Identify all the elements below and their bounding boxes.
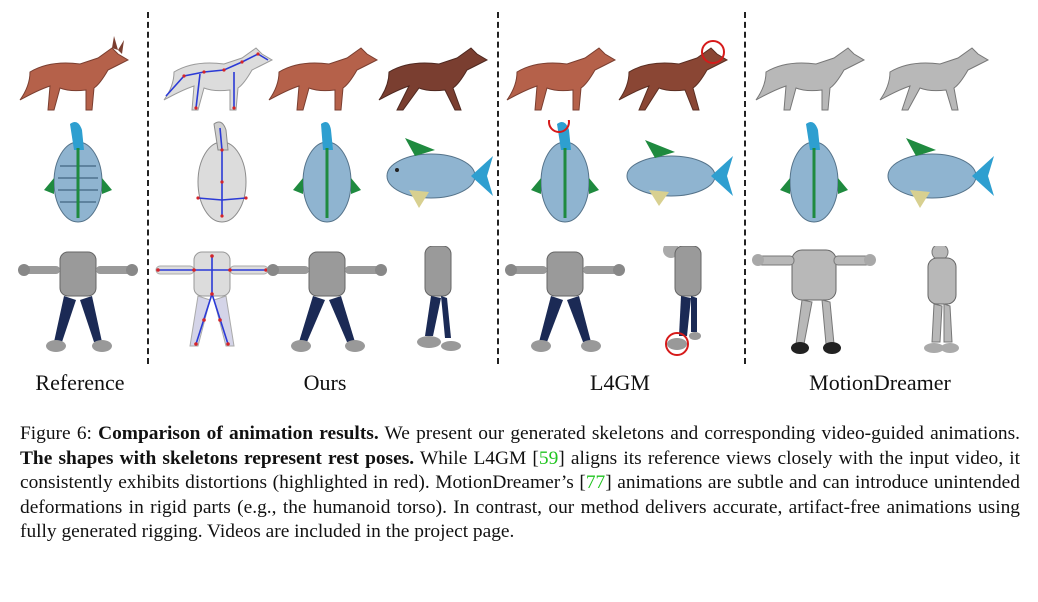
humanoid-motiondreamer-2 [876, 246, 1000, 364]
fox-ours-skeleton [160, 12, 284, 124]
caption-bold-title: Comparison of animation results. [98, 423, 379, 444]
fox-reference [16, 12, 140, 124]
citation-link[interactable]: 59 [538, 447, 559, 469]
fish-ours-anim-1 [265, 120, 389, 232]
caption-text: While L4GM [ [414, 447, 539, 469]
figure-caption: Figure 6: Comparison of animation result… [20, 422, 1020, 545]
caption-lead: Figure 6: [20, 423, 99, 444]
divider-dashed [497, 12, 499, 364]
caption-bold-rest-poses: The shapes with skeletons represent rest… [20, 447, 415, 469]
fish-ours-skeleton [160, 120, 284, 232]
humanoid-reference [16, 246, 140, 364]
column-label-motiondreamer: MotionDreamer [809, 370, 951, 395]
fish-l4gm-1 [503, 120, 627, 232]
humanoid-l4gm-1 [503, 246, 627, 364]
citation-link[interactable]: 77 [585, 472, 606, 494]
column-label-l4gm: L4GM [590, 370, 650, 395]
caption-text: We present our generated skeletons and c… [378, 423, 1021, 444]
divider-dashed [744, 12, 746, 364]
fish-ours-anim-2 [375, 120, 499, 232]
humanoid-ours-anim-2 [375, 246, 499, 364]
fish-motiondreamer-2 [876, 120, 1000, 232]
fox-ours-anim-2 [375, 12, 499, 124]
distortion-highlight [701, 40, 725, 64]
fish-reference [16, 120, 140, 232]
fox-ours-anim-1 [265, 12, 389, 124]
humanoid-l4gm-2 [615, 246, 739, 364]
fish-motiondreamer-1 [752, 120, 876, 232]
distortion-highlight [548, 120, 570, 133]
column-label-ours: Ours [303, 370, 347, 395]
caption-text: ] animations are subtle and can introduc… [20, 472, 1020, 543]
divider-dashed [147, 12, 149, 364]
caption-text: ] aligns its reference views closely wit… [20, 447, 1020, 494]
fish-l4gm-2 [615, 120, 739, 232]
column-label-reference: Reference [35, 370, 125, 395]
distortion-highlight [665, 332, 689, 356]
figure: Reference Ours L4GM MotionDreamer [16, 12, 1000, 395]
fox-l4gm-1 [503, 12, 627, 124]
humanoid-ours-anim-1 [265, 246, 389, 364]
humanoid-ours-skeleton [150, 246, 274, 364]
fox-motiondreamer-1 [752, 12, 876, 124]
fox-l4gm-2 [615, 12, 739, 124]
humanoid-motiondreamer-1 [752, 246, 876, 364]
fox-motiondreamer-2 [876, 12, 1000, 124]
